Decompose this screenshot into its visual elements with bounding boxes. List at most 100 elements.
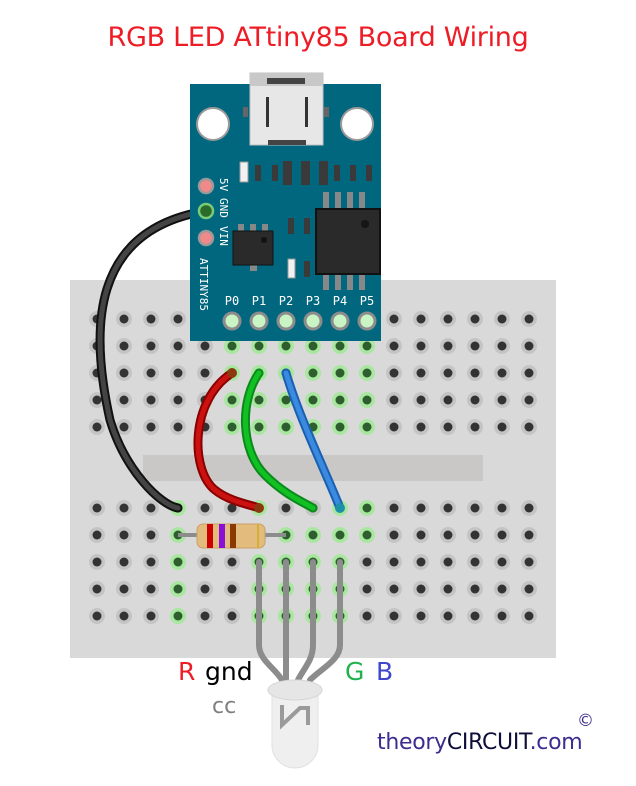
breadboard-hole-center xyxy=(389,503,399,513)
io-pin-p0[interactable] xyxy=(222,311,242,331)
breadboard-hole-center xyxy=(227,341,237,351)
breadboard-hole-center xyxy=(173,611,183,621)
io-pin-p4[interactable] xyxy=(330,311,350,331)
breadboard-hole-center xyxy=(470,557,480,567)
breadboard-hole-center xyxy=(173,584,183,594)
pin-5v[interactable] xyxy=(197,177,215,195)
breadboard-hole-center xyxy=(200,557,210,567)
breadboard-hole-center xyxy=(119,584,129,594)
breadboard-hole-center xyxy=(443,584,453,594)
breadboard-hole-center xyxy=(416,530,426,540)
breadboard-hole-center xyxy=(146,368,156,378)
breadboard-hole-center xyxy=(443,503,453,513)
breadboard-hole-center xyxy=(146,422,156,432)
breadboard-hole-center xyxy=(416,611,426,621)
resistor-band xyxy=(207,524,213,548)
label-vin: VIN xyxy=(217,226,230,246)
breadboard-hole-center xyxy=(119,314,129,324)
breadboard-hole-center xyxy=(200,584,210,594)
breadboard-hole-center xyxy=(92,530,102,540)
resistor-band xyxy=(230,524,236,548)
resistor-band xyxy=(257,524,259,548)
breadboard-hole-center xyxy=(92,611,102,621)
io-pin-p1[interactable] xyxy=(249,311,269,331)
breadboard-hole-center xyxy=(497,422,507,432)
breadboard-hole-center xyxy=(146,341,156,351)
breadboard-hole-center xyxy=(524,503,534,513)
io-pin-label: P5 xyxy=(360,294,374,308)
breadboard-hole-center xyxy=(227,422,237,432)
breadboard-hole-center xyxy=(227,611,237,621)
breadboard-hole-center xyxy=(335,422,345,432)
breadboard-hole-center xyxy=(92,503,102,513)
breadboard-hole-center xyxy=(119,395,129,405)
breadboard-hole-center xyxy=(254,395,264,405)
breadboard-hole-center xyxy=(119,611,129,621)
breadboard-hole-center xyxy=(497,314,507,324)
io-pin-p3[interactable] xyxy=(303,311,323,331)
breadboard-hole-center xyxy=(308,368,318,378)
breadboard-hole-center xyxy=(497,584,507,594)
breadboard-hole-center xyxy=(416,395,426,405)
breadboard-hole-center xyxy=(416,314,426,324)
breadboard-hole-center xyxy=(389,611,399,621)
brand-mid: CIRCUIT xyxy=(446,730,530,755)
breadboard-hole-center xyxy=(200,611,210,621)
breadboard-hole-center xyxy=(497,530,507,540)
board-name-label: ATTINY85 xyxy=(197,258,210,311)
breadboard-hole-center xyxy=(146,611,156,621)
breadboard-hole-center xyxy=(335,395,345,405)
breadboard-hole-center xyxy=(92,584,102,594)
breadboard-hole-center xyxy=(470,422,480,432)
pin-gnd[interactable] xyxy=(197,202,215,220)
breadboard-hole-center xyxy=(119,368,129,378)
led-label-g: G xyxy=(345,657,365,686)
breadboard-hole-center xyxy=(119,341,129,351)
pin-vin[interactable] xyxy=(197,229,215,247)
breadboard-hole-center xyxy=(389,341,399,351)
breadboard-hole-center xyxy=(389,395,399,405)
brand-watermark: theoryCIRCUIT.com xyxy=(377,730,583,755)
breadboard-hole-center xyxy=(362,341,372,351)
breadboard-hole-center xyxy=(200,503,210,513)
io-pin-p2[interactable] xyxy=(276,311,296,331)
breadboard-hole-center xyxy=(389,557,399,567)
label-gnd: GND xyxy=(217,198,230,218)
breadboard-hole-center xyxy=(173,368,183,378)
breadboard-hole-center xyxy=(146,395,156,405)
breadboard-hole-center xyxy=(470,314,480,324)
breadboard-hole-center xyxy=(470,503,480,513)
breadboard-hole-center xyxy=(416,341,426,351)
smd-components xyxy=(239,161,372,279)
breadboard-hole-center xyxy=(146,557,156,567)
mount-hole-right xyxy=(340,107,374,141)
breadboard-hole-center xyxy=(497,611,507,621)
breadboard-hole-center xyxy=(497,341,507,351)
breadboard-hole-center xyxy=(308,530,318,540)
breadboard-hole-center xyxy=(119,422,129,432)
breadboard-hole-center xyxy=(227,584,237,594)
breadboard-hole-center xyxy=(335,341,345,351)
breadboard-hole-center xyxy=(389,530,399,540)
breadboard-hole-center xyxy=(308,341,318,351)
breadboard-hole-center xyxy=(470,530,480,540)
breadboard-hole-center xyxy=(119,557,129,567)
breadboard-hole-center xyxy=(200,341,210,351)
breadboard-hole-center xyxy=(335,530,345,540)
breadboard-hole-center xyxy=(173,314,183,324)
breadboard-hole-center xyxy=(92,557,102,567)
breadboard-hole-center xyxy=(308,395,318,405)
breadboard-hole-center xyxy=(524,341,534,351)
breadboard-hole-center xyxy=(443,422,453,432)
breadboard-hole-center xyxy=(497,557,507,567)
breadboard-hole-center xyxy=(497,395,507,405)
io-pin-p5[interactable] xyxy=(357,311,377,331)
breadboard-hole-center xyxy=(362,611,372,621)
breadboard-hole-center xyxy=(389,584,399,594)
diagram-title: RGB LED ATtiny85 Board Wiring xyxy=(107,22,529,53)
power-pins xyxy=(197,177,215,247)
breadboard-hole-center xyxy=(227,395,237,405)
breadboard-hole-center xyxy=(443,395,453,405)
